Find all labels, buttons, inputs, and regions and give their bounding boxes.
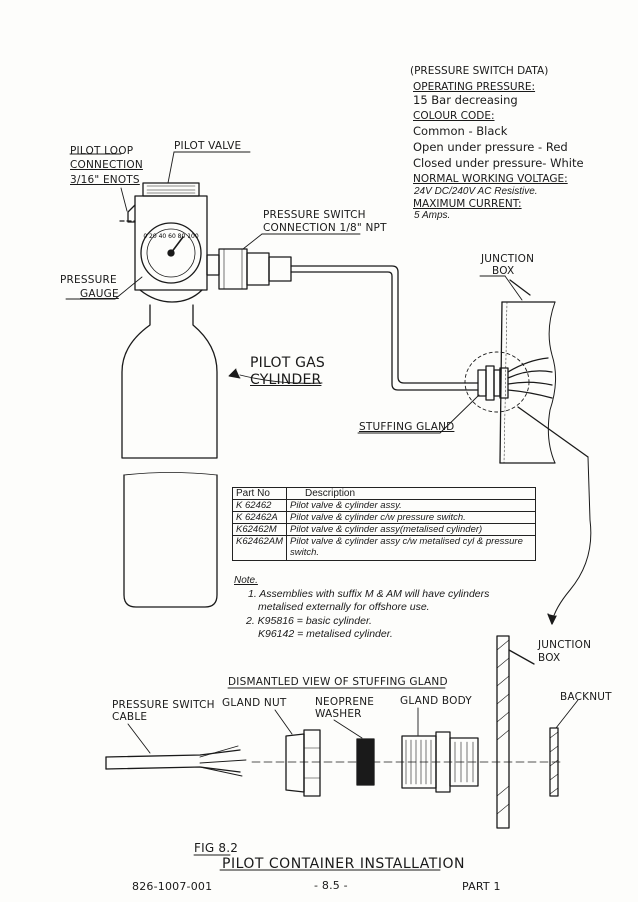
pilot-loop-label-1: PILOT LOOP <box>70 145 134 157</box>
page-number: - 8.5 - <box>314 879 348 892</box>
backnut-label: BACKNUT <box>560 691 612 703</box>
pressure-switch-connection <box>206 248 292 290</box>
table-row: K62462AM Pilot valve & cylinder assy c/w… <box>231 535 537 561</box>
pressure-gauge-label-2: GAUGE <box>80 288 119 300</box>
part-number: K 62462 <box>231 499 288 512</box>
junction-box-label-1: JUNCTION <box>481 253 535 265</box>
psd-colour-closed: Closed under pressure- White <box>413 156 584 170</box>
stuffing-gland <box>464 351 553 413</box>
pressure-switch-label-1: PRESSURE SWITCH <box>263 209 366 221</box>
note-1-line-2: metalised externally for offshore use. <box>258 601 430 613</box>
capillary-tube <box>290 265 479 384</box>
psd-current-label: MAXIMUM CURRENT: <box>413 198 522 210</box>
note-2-line-2: K96142 = metalised cylinder. <box>258 628 393 640</box>
part-description: Pilot valve & cylinder assy c/w metalise… <box>286 535 537 561</box>
document-number: 826-1007-001 <box>132 880 213 893</box>
gland-nut-label: GLAND NUT <box>222 697 287 709</box>
neoprene-washer-label-2: WASHER <box>315 708 362 720</box>
dismantled-view-title: DISMANTLED VIEW OF STUFFING GLAND <box>228 676 448 688</box>
pilot-gas-cylinder <box>121 304 218 608</box>
table-row: K62462M Pilot valve & cylinder assy(meta… <box>231 523 537 536</box>
gauge-scale: 0 20 40 60 80 100 <box>143 233 199 240</box>
neoprene-washer-label-1: NEOPRENE <box>315 696 375 708</box>
psd-voltage-label: NORMAL WORKING VOLTAGE: <box>413 173 568 185</box>
figure-number: FIG 8.2 <box>194 841 239 855</box>
part-number: K62462AM <box>231 535 288 561</box>
part-description: Pilot valve & cylinder c/w pressure swit… <box>286 511 537 524</box>
dismantled-stuffing-gland <box>105 635 561 829</box>
psd-operating-label: OPERATING PRESSURE: <box>413 81 536 93</box>
psd-current-value: 5 Amps. <box>414 210 451 221</box>
part-description: Pilot valve & cylinder assy(metalised cy… <box>286 523 537 536</box>
note-2-line-1: 2. K95816 = basic cylinder. <box>246 615 372 627</box>
part-label: PART 1 <box>462 880 501 893</box>
table-row: K 62462A Pilot valve & cylinder c/w pres… <box>231 511 537 524</box>
pilot-valve-label: PILOT VALVE <box>174 140 242 152</box>
pilot-gas-label-1: PILOT GAS <box>250 355 326 371</box>
psd-colour-common: Common - Black <box>413 124 508 138</box>
psd-colour-open: Open under pressure - Red <box>413 140 568 154</box>
parts-table: Part No Description K 62462 Pilot valve … <box>231 487 537 561</box>
psd-voltage-value: 24V DC/240V AC Resistive. <box>414 186 538 197</box>
junction-box-lower-label-2: BOX <box>538 652 561 664</box>
gland-body-label: GLAND BODY <box>400 695 472 707</box>
pilot-loop-label-3: 3/16" ENOTS <box>70 174 140 186</box>
junction-box-label-2: BOX <box>492 265 515 277</box>
part-number: K 62462A <box>231 511 288 524</box>
part-description: Pilot valve & cylinder assy. <box>286 499 537 512</box>
pilot-gas-label-2: CYLINDER <box>250 372 322 388</box>
figure-title: PILOT CONTAINER INSTALLATION <box>222 856 465 872</box>
pressure-gauge <box>140 222 202 284</box>
parts-header-desc: Description <box>286 487 537 500</box>
note-1-line-1: 1. Assemblies with suffix M & AM will ha… <box>248 588 490 600</box>
junction-box-lower-label-1: JUNCTION <box>538 639 592 651</box>
pressure-switch-cable-label-2: CABLE <box>112 711 148 723</box>
junction-box-upper <box>499 279 556 464</box>
parts-header-part: Part No <box>231 487 288 500</box>
psd-heading: (PRESSURE SWITCH DATA) <box>410 65 549 77</box>
pressure-switch-cable-label-1: PRESSURE SWITCH <box>112 699 215 711</box>
parts-table-header: Part No Description <box>231 487 537 500</box>
pressure-switch-label-2: CONNECTION 1/8" NPT <box>263 222 387 234</box>
psd-colour-label: COLOUR CODE: <box>413 110 495 122</box>
pilot-valve <box>119 182 208 303</box>
stuffing-gland-label: STUFFING GLAND <box>359 421 455 433</box>
pilot-loop-label-2: CONNECTION <box>70 159 143 171</box>
table-row: K 62462 Pilot valve & cylinder assy. <box>231 499 537 512</box>
part-number: K62462M <box>231 523 288 536</box>
psd-operating-value: 15 Bar decreasing <box>413 93 518 107</box>
pressure-gauge-label-1: PRESSURE <box>60 274 117 286</box>
notes-title: Note. <box>234 575 258 586</box>
